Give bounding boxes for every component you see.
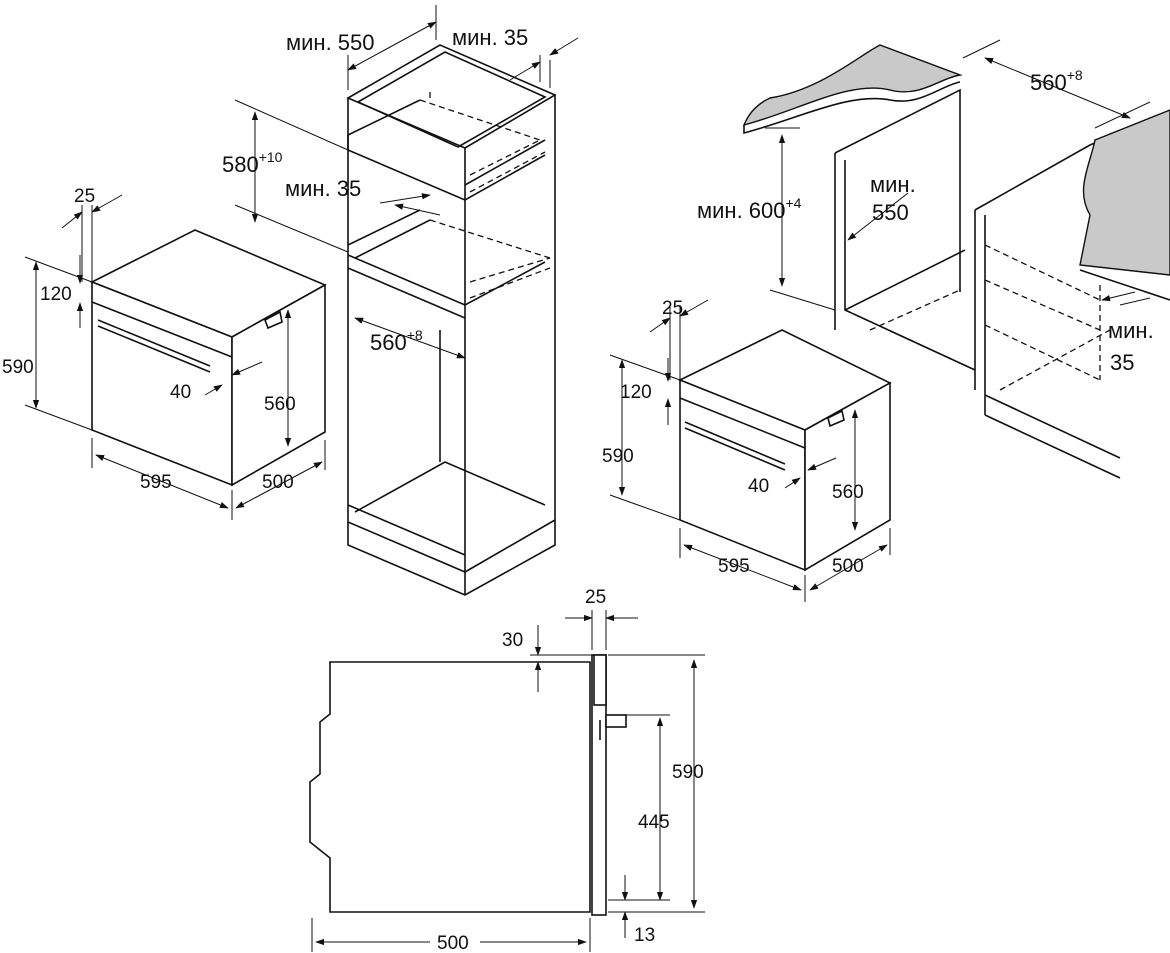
oven-right-labels: 25 120 590 40 560 595 500 bbox=[602, 298, 864, 577]
oven-left bbox=[90, 229, 327, 487]
oven-right-strip-height: 120 bbox=[620, 382, 652, 403]
oven-left-width: 595 bbox=[140, 472, 172, 493]
side-bottom-offset: 13 bbox=[634, 925, 655, 946]
oven-left-top-offset: 25 bbox=[74, 186, 95, 207]
oven-right-top-offset: 25 bbox=[662, 298, 683, 319]
undercounter-labels: 560+8 мин. 600+4 мин. 550 мин. 35 bbox=[697, 67, 1154, 375]
tall-height-main: 580 bbox=[222, 152, 259, 177]
side-front-thickness: 25 bbox=[585, 587, 606, 608]
under-width-sup: +8 bbox=[1067, 67, 1083, 83]
oven-right-depth: 500 bbox=[832, 556, 864, 577]
oven-left-depth: 500 bbox=[262, 472, 294, 493]
undercounter-dimensions bbox=[765, 39, 1151, 311]
tall-cabinet-labels: мин. 550 мин. 35 580+10 мин. 35 560+8 bbox=[222, 25, 528, 355]
side-top-offset: 30 bbox=[502, 630, 523, 651]
under-height-sup: +4 bbox=[786, 195, 802, 211]
tall-depth-label: мин. 550 bbox=[286, 30, 375, 55]
side-depth: 500 bbox=[437, 933, 469, 953]
under-gap-line1: мин. bbox=[1108, 318, 1154, 343]
oven-left-body-height: 560 bbox=[264, 394, 296, 415]
oven-right-handle-gap: 40 bbox=[748, 476, 769, 497]
under-width-label: 560+8 bbox=[1030, 67, 1083, 95]
under-height-label: мин. 600+4 bbox=[697, 195, 802, 223]
oven-left-strip-height: 120 bbox=[40, 284, 72, 305]
side-inner-height: 445 bbox=[638, 812, 670, 833]
tall-gap-label-2: мин. 35 bbox=[285, 176, 361, 201]
tall-width-main: 560 bbox=[370, 330, 407, 355]
under-width-main: 560 bbox=[1030, 70, 1067, 95]
under-depth-line1: мин. bbox=[870, 172, 916, 197]
side-view-labels: 25 30 590 445 13 500 bbox=[437, 587, 704, 953]
oven-right-width: 595 bbox=[718, 556, 750, 577]
undercounter-cabinet bbox=[742, 44, 1170, 479]
tall-width-sup: +8 bbox=[407, 327, 423, 343]
oven-right-body-height: 560 bbox=[832, 482, 864, 503]
oven-left-labels: 25 120 590 40 560 595 500 bbox=[2, 186, 296, 493]
tall-cabinet-dimensions bbox=[234, 5, 579, 359]
oven-right-dimensions bbox=[609, 299, 891, 602]
under-height-prefix: мин. 600 bbox=[697, 198, 786, 223]
oven-left-handle-gap: 40 bbox=[170, 382, 191, 403]
tall-width-label: 560+8 bbox=[370, 327, 423, 355]
tall-cabinet bbox=[346, 44, 557, 596]
tall-height-label: 580+10 bbox=[222, 149, 283, 177]
oven-right bbox=[678, 329, 892, 572]
oven-left-total-height: 590 bbox=[2, 357, 34, 378]
side-total-height: 590 bbox=[672, 762, 704, 783]
under-gap-line2: 35 bbox=[1110, 350, 1134, 375]
under-depth-line2: 550 bbox=[872, 200, 909, 225]
side-view bbox=[309, 654, 627, 916]
oven-right-total-height: 590 bbox=[602, 446, 634, 467]
side-view-dimensions bbox=[311, 610, 705, 952]
tall-height-sup: +10 bbox=[259, 149, 283, 165]
tall-gap-label: мин. 35 bbox=[452, 25, 528, 50]
oven-left-dimensions bbox=[24, 194, 326, 520]
